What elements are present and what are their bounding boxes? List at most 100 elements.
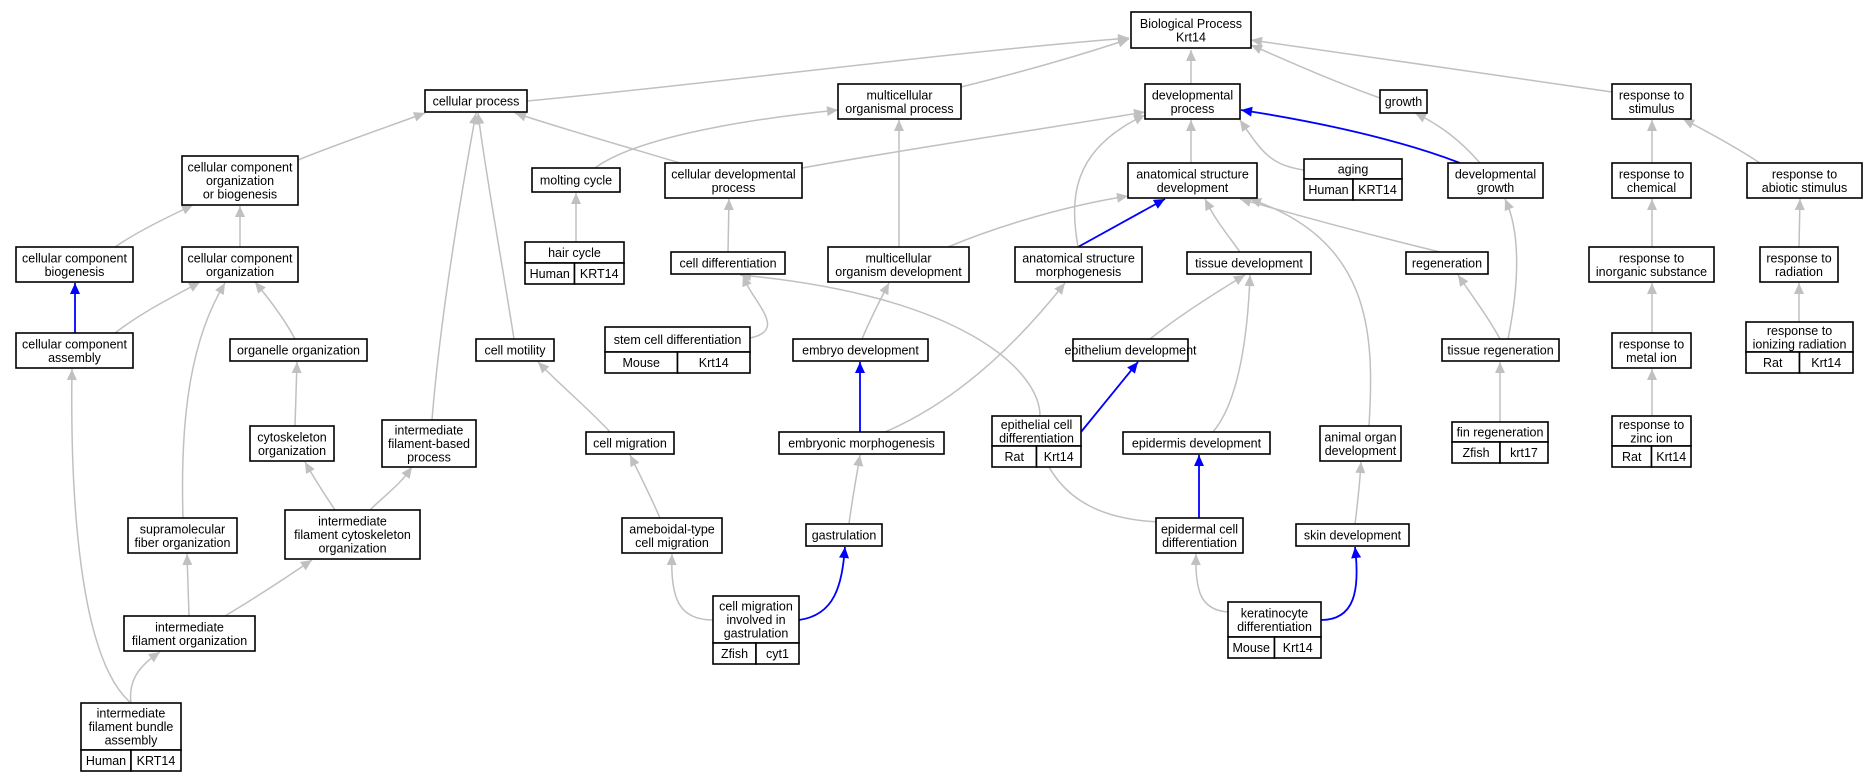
- term-box: [1745, 321, 1854, 353]
- edge-line: [1250, 39, 1613, 93]
- term-label: keratinocyte: [1241, 606, 1308, 620]
- edge-line: [1682, 118, 1761, 164]
- term-node-tissue-regeneration[interactable]: tissue regeneration: [1441, 338, 1560, 362]
- edge-multicellular_organism_development-to-anatomical_structure_development: [947, 192, 1129, 248]
- term-label: supramolecular: [140, 522, 225, 536]
- term-node-regeneration[interactable]: regeneration: [1405, 251, 1489, 275]
- term-node-embryo-development[interactable]: embryo development: [792, 338, 929, 362]
- edge-cellular_component_biogenesis-to-cellular_component_org_or_bio: [114, 204, 194, 248]
- edge-line: [297, 112, 426, 161]
- term-node-epithelium-development[interactable]: epithelium development: [1064, 338, 1197, 362]
- edge-multicellular_organismal_process-to-bp: [960, 37, 1130, 88]
- term-label: filament cytoskeleton: [294, 528, 411, 542]
- term-node-embryonic-morphogenesis[interactable]: embryonic morphogenesis: [778, 431, 945, 455]
- edge-line: [1212, 274, 1251, 433]
- term-label: ionizing radiation: [1753, 337, 1847, 351]
- graph-edges: [66, 33, 1805, 704]
- species-label: Human: [1308, 183, 1348, 197]
- term-box: [837, 83, 962, 120]
- term-label: embryo development: [802, 344, 919, 358]
- term-label: assembly: [48, 351, 102, 365]
- term-box: [664, 162, 803, 199]
- term-node-growth[interactable]: growth: [1379, 89, 1428, 114]
- term-label: hair cycle: [548, 246, 601, 260]
- edge-response_to_metal_ion-to-response_to_inorganic_substance: [1647, 283, 1657, 333]
- edge-epithelium_development-to-tissue_development: [1149, 274, 1246, 340]
- term-box: [249, 425, 335, 462]
- term-node-epidermis-development[interactable]: epidermis development: [1122, 431, 1271, 455]
- term-box: [181, 155, 299, 206]
- term-node-cell-differentiation[interactable]: cell differentiation: [670, 251, 786, 275]
- term-label: biogenesis: [45, 265, 105, 279]
- edge-arrowhead: [1240, 120, 1251, 132]
- edge-line: [884, 282, 1066, 433]
- term-node-molting-cycle[interactable]: molting cycle: [531, 167, 621, 193]
- term-node-gastrulation[interactable]: gastrulation: [805, 523, 883, 547]
- term-node-cell-motility[interactable]: cell motility: [475, 338, 555, 362]
- term-node-skin-development[interactable]: skin development: [1295, 523, 1410, 547]
- edge-arrowhead: [187, 282, 200, 292]
- edge-arrowhead: [1794, 199, 1805, 211]
- edge-arrowhead: [1186, 120, 1196, 131]
- term-node-cellular-process[interactable]: cellular process: [424, 89, 528, 113]
- term-node-organelle-organization[interactable]: organelle organization: [229, 338, 368, 362]
- edge-arrowhead: [66, 369, 77, 381]
- edge-line: [1077, 198, 1166, 248]
- edge-line: [181, 282, 226, 519]
- term-node-cell-migration[interactable]: cell migration: [585, 431, 675, 455]
- edge-arrowhead: [148, 652, 160, 663]
- term-label: epithelium development: [1064, 344, 1197, 358]
- edge-arrowhead: [235, 206, 245, 217]
- term-label: ameboidal-type: [629, 522, 715, 536]
- edge-arrowhead: [1194, 455, 1204, 466]
- edge-stem_cell_differentiation-to-cell_differentiation: [742, 274, 769, 339]
- term-label: Krt14: [1176, 30, 1206, 44]
- edge-arrowhead: [1186, 50, 1196, 61]
- edge-tissue_regeneration-to-regeneration: [1457, 274, 1501, 340]
- edge-fin_regeneration-to-tissue_regeneration: [1495, 362, 1505, 422]
- gene-cell: [130, 749, 182, 772]
- term-node-tissue-development[interactable]: tissue development: [1186, 251, 1312, 275]
- term-label: epidermal cell: [1161, 522, 1238, 536]
- term-label: inorganic substance: [1596, 265, 1707, 279]
- edge-molting_cycle-to-multicellular_organismal_process: [594, 106, 839, 169]
